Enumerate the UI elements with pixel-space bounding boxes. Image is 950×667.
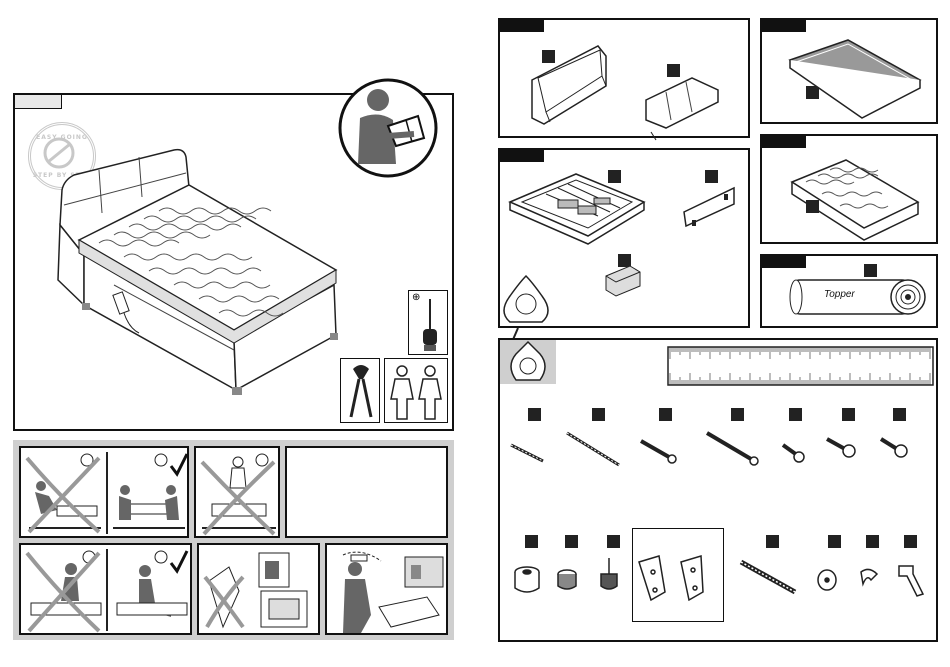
warning-sit-wrong-right [19,543,192,635]
base-piece [766,22,936,122]
part-box-base [760,18,938,124]
part-box-topper: Topper [760,254,938,328]
part-box-mattress [760,134,938,244]
overview-tab [14,94,62,109]
measuring-ruler [668,347,934,387]
part-box-headboard [498,18,750,138]
bed-illustration [44,145,364,405]
screwdriver-icon [409,291,449,356]
blank-note-box [285,446,448,538]
screws-row [505,425,935,485]
warning-stand-on-bed [194,446,280,538]
screwdriver-box: ⊕ [408,290,448,355]
two-persons-icon [385,359,449,424]
pliers-box [340,358,380,423]
topper-label: Topper [824,289,855,300]
pliers-icon [341,359,381,424]
warning-lift-wrong-right [19,446,189,538]
two-persons-box [384,358,448,423]
headboard-pieces [506,28,746,128]
hardware-bag-icon-small [500,340,556,384]
warning-box-cutter [197,543,320,635]
fittings-row [505,552,935,622]
mattress-piece [766,140,936,240]
warning-unpack [325,543,448,635]
